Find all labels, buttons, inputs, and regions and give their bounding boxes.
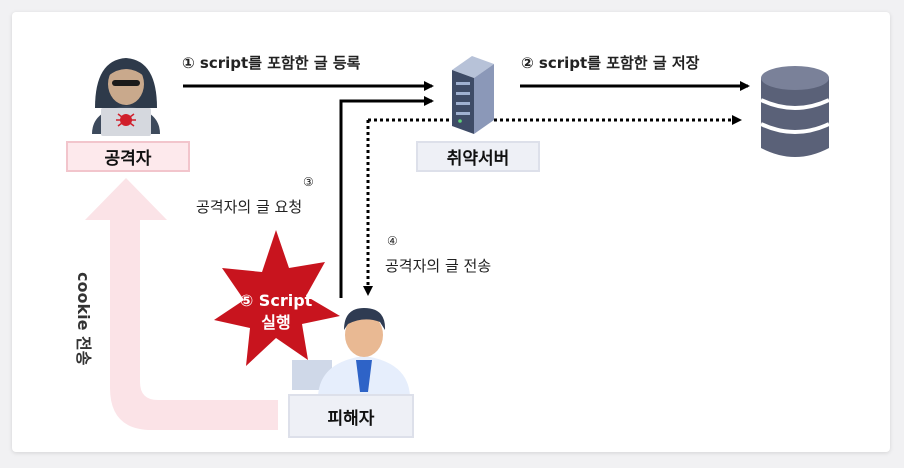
cookie-transfer-arrow xyxy=(85,178,278,430)
step1-label: ① script를 포함한 글 등록 xyxy=(182,54,361,72)
explosion-burst-icon xyxy=(214,230,340,366)
step5-label: ⑤ Script 실행 xyxy=(220,290,332,334)
step4-label: 공격자의 글 전송 xyxy=(385,257,492,275)
hacker-icon xyxy=(92,58,160,136)
step4-number: ④ xyxy=(387,234,398,248)
step3-label: 공격자의 글 요청 xyxy=(196,198,303,216)
arrow-request-post xyxy=(339,96,434,298)
database-icon xyxy=(760,66,830,157)
victim-node: 피해자 xyxy=(288,394,414,438)
server-node: 취약서버 xyxy=(416,141,540,172)
step5-line2: 실행 xyxy=(261,313,291,332)
victim-user-icon xyxy=(292,308,410,396)
step2-label: ② script를 포함한 글 저장 xyxy=(521,54,700,72)
server-icon xyxy=(452,56,494,134)
step3-number: ③ xyxy=(303,175,314,189)
attacker-node: 공격자 xyxy=(66,141,190,172)
cookie-transfer-label: cookie 전송 xyxy=(74,272,93,366)
step5-line1: ⑤ Script xyxy=(239,291,313,310)
